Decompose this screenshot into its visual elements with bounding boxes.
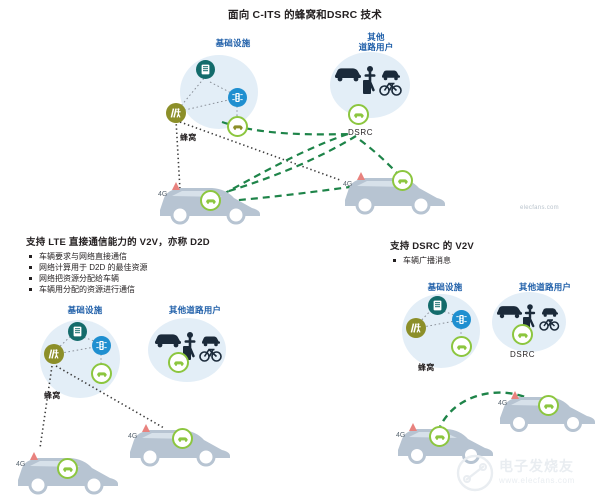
br-road-user-icons (497, 304, 560, 331)
vehicle-node-icon-dsrc-top (348, 104, 369, 125)
car-icon (397, 178, 408, 184)
bl-road-user-icons (155, 332, 222, 362)
top-road-users-label-line2: 道路用户 (358, 42, 394, 52)
bicycle-icon (539, 319, 560, 331)
traffic-light-icon-node (228, 88, 247, 107)
bl-road-user-vehicle-node (168, 352, 189, 373)
right-bullet-1: 车辆广播消息 (390, 255, 590, 266)
bl-car-upper-node (172, 428, 193, 449)
car-icon (96, 371, 107, 377)
car-icon (232, 124, 243, 130)
bicycle-icon (379, 82, 402, 96)
left-bullet-1: 车辆要求与网络直接通信 (26, 251, 326, 262)
car-antenna-label: 4G (158, 191, 167, 198)
car-icon (353, 112, 364, 118)
car-icon (335, 68, 361, 82)
pedestrian-crossing-icon (170, 108, 181, 118)
car-icon (62, 466, 73, 472)
bicycle-icon (199, 348, 222, 362)
car-icon-small (202, 336, 220, 347)
bottom-left-diagram: 基础设施 其他道路用户 (0, 300, 300, 500)
car-icon (434, 434, 445, 440)
server-icon (201, 64, 210, 75)
car-icon (517, 332, 528, 338)
bl-infrastructure-label: 基础设施 (67, 305, 103, 315)
left-bullet-4: 车辆用分配的资源进行通信 (26, 284, 326, 295)
car-icon-small (382, 70, 400, 81)
traffic-light-icon (96, 341, 107, 350)
car-icon-small (542, 308, 558, 317)
bl-road-users-label: 其他道路用户 (168, 305, 222, 315)
vehicle-node-icon-infra (227, 116, 248, 137)
traffic-light-icon (456, 315, 467, 324)
car-antenna-label: 4G (16, 461, 25, 468)
traffic-light-icon (232, 93, 243, 102)
top-links (175, 76, 403, 204)
br-server-icon-node (428, 296, 447, 315)
car-icon (155, 334, 181, 348)
page-title: 面向 C-ITS 的蜂窝和DSRC 技术 (228, 9, 382, 21)
car-antenna-label: 4G (396, 432, 405, 439)
top-infrastructure-label: 基础设施 (215, 38, 251, 48)
br-pedestrian-crossing-icon-node (406, 318, 426, 338)
bl-server-icon-node (68, 322, 87, 341)
vehicle-node-icon-car-left-top (200, 190, 221, 211)
br-road-user-vehicle-node (512, 324, 533, 345)
left-bullet-2: 网络计算用于 D2D 的最佳资源 (26, 262, 326, 273)
server-icon (73, 326, 82, 337)
server-icon (433, 300, 442, 311)
car-icon (497, 306, 522, 319)
watermark-brand: 电子发烧友 (499, 458, 574, 474)
top-road-users-label-line1: 其他 (367, 32, 385, 42)
right-section-text: 支持 DSRC 的 V2V 车辆广播消息 (390, 238, 590, 266)
bottom-right-diagram: 基础设施 其他道路用户 (380, 280, 611, 500)
bl-cellular-label: 蜂窝 (44, 391, 61, 400)
top-dsrc-label: DSRC (348, 128, 374, 137)
left-section-bullets: 车辆要求与网络直接通信 网络计算用于 D2D 的最佳资源 网络把资源分配给车辆 … (26, 251, 326, 295)
br-vehicle-node-icon (451, 336, 472, 357)
br-traffic-light-icon-node (452, 310, 471, 329)
car-antenna-label: 4G (498, 400, 507, 407)
road-user-icons (335, 66, 402, 96)
car-antenna-label: 4G (343, 181, 352, 188)
right-section-heading: 支持 DSRC 的 V2V (390, 241, 474, 252)
truck-icon (363, 80, 371, 94)
top-cellular-label: 蜂窝 (180, 133, 197, 142)
left-section-text: 支持 LTE 直接通信能力的 V2V，亦称 D2D 车辆要求与网络直接通信 网络… (26, 234, 326, 295)
car-antenna-label: 4G (128, 433, 137, 440)
car-icon (456, 344, 467, 350)
br-infrastructure-label: 基础设施 (427, 282, 463, 292)
car-icon (177, 436, 188, 442)
watermark-url: www.elecfans.com (499, 476, 575, 485)
br-dsrc-label: DSRC (510, 350, 536, 359)
bl-traffic-light-icon-node (92, 336, 111, 355)
car-icon (205, 198, 216, 204)
bl-vehicle-node-icon (91, 363, 112, 384)
br-road-users-label: 其他道路用户 (518, 282, 572, 292)
car-icon (173, 360, 184, 366)
bl-pedestrian-crossing-icon-node (44, 344, 64, 364)
br-cellular-label: 蜂窝 (418, 363, 435, 372)
watermark: 电子发烧友 www.elecfans.com (455, 452, 611, 498)
pedestrian-crossing-icon-node (166, 103, 186, 123)
top-diagram: 基础设施 其他 道路用户 (0, 30, 611, 230)
left-section-heading: 支持 LTE 直接通信能力的 V2V，亦称 D2D (26, 237, 210, 248)
right-section-bullets: 车辆广播消息 (390, 255, 590, 266)
vehicle-node-icon-car-right-top (392, 170, 413, 191)
pedestrian-crossing-icon (410, 323, 421, 333)
car-icon (543, 403, 554, 409)
elecfans-tag-top: elecfans.com (520, 205, 559, 211)
left-bullet-3: 网络把资源分配给车辆 (26, 273, 326, 284)
br-car-left-node (429, 426, 450, 447)
watermark-logo-icon (456, 454, 494, 492)
server-icon-node (196, 60, 215, 79)
br-car-right-node (538, 395, 559, 416)
pedestrian-crossing-icon (48, 349, 59, 359)
bl-car-lower-node (57, 458, 78, 479)
